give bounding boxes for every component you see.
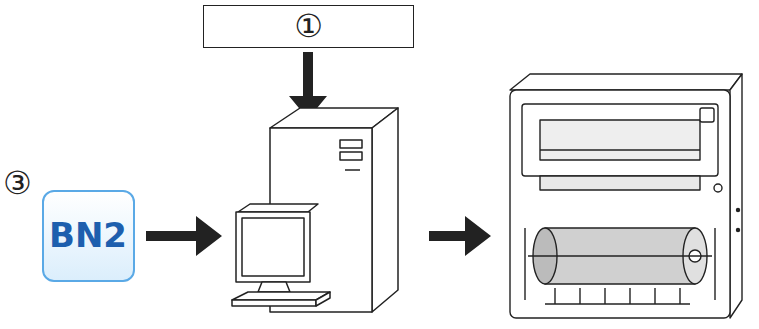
callout-number: ③ <box>3 166 32 201</box>
node-text: BN2 <box>49 217 127 254</box>
printer <box>510 74 742 318</box>
flow-arrow <box>429 216 491 256</box>
node-text: ① <box>294 9 323 44</box>
flow-arrow <box>146 216 222 256</box>
callout-box: ① <box>203 5 414 48</box>
computer <box>232 108 398 312</box>
app-icon: BN2 <box>42 190 135 282</box>
